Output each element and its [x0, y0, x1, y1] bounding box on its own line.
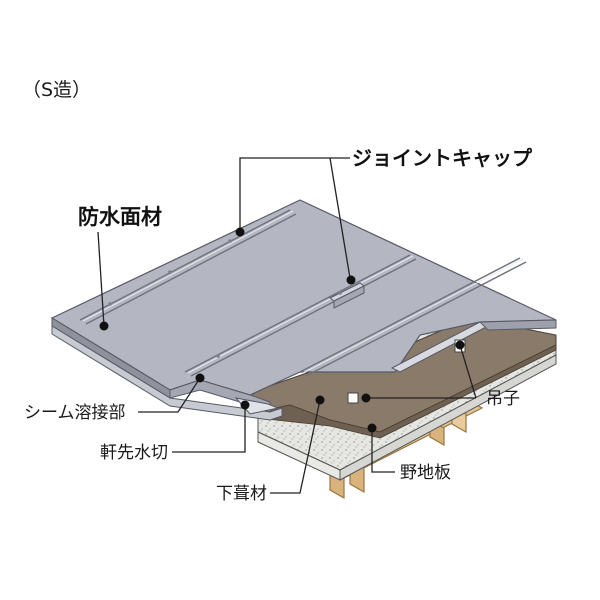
panel-cut-edge — [390, 319, 557, 373]
seam-rib-highlights — [82, 210, 524, 374]
roof-panel — [50, 199, 557, 413]
label-clip: 吊子 — [486, 389, 520, 409]
label-underlayment: 下葺材 — [216, 484, 267, 504]
joint-cap — [329, 282, 365, 309]
label-waterproof-panel: 防水面材 — [78, 205, 162, 229]
seam-ribs — [79, 209, 527, 377]
clip-lower — [347, 392, 359, 404]
label-eave-flashing: 軒先水切 — [100, 443, 168, 463]
leader-lines — [97, 157, 477, 494]
label-seam-weld: シーム溶接部 — [24, 403, 126, 423]
title-structure-type: （S造） — [22, 79, 91, 101]
leader-dots — [99, 227, 465, 433]
panel-fasteners — [108, 239, 342, 358]
label-sheathing: 野地板 — [400, 463, 451, 483]
label-joint-cap: ジョイントキャップ — [352, 146, 533, 170]
